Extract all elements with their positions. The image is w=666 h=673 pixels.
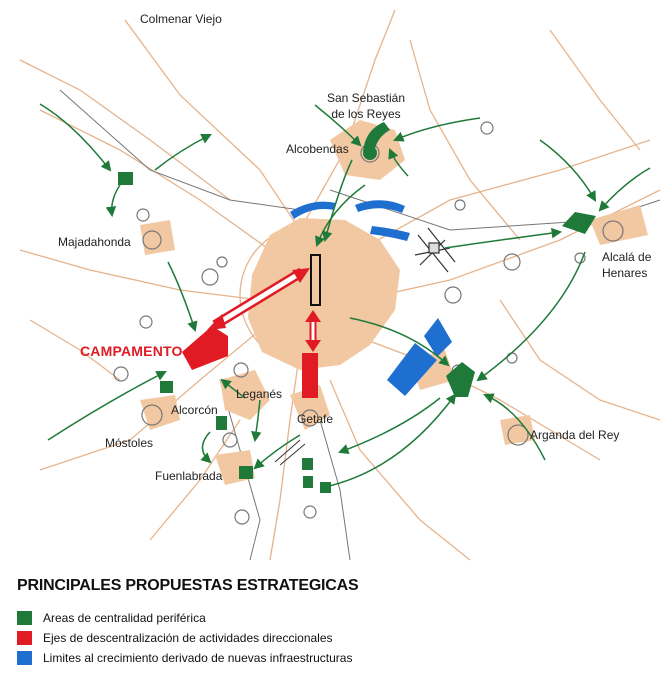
madrid-urban-core xyxy=(248,218,400,370)
label-alcorcon: Alcorcón xyxy=(171,403,218,417)
legend-item-descentralization: Ejes de descentralización de actividades… xyxy=(17,630,333,646)
label-campamento: CAMPAMENTO xyxy=(80,343,183,359)
label-alcobendas: Alcobendas xyxy=(286,142,349,156)
label-mostoles: Móstoles xyxy=(105,436,154,450)
legend-swatch-red xyxy=(17,631,32,645)
label-getafe: Getafe xyxy=(297,412,334,426)
legend-label: Ejes de descentralización de actividades… xyxy=(43,631,333,645)
legend-title: PRINCIPALES PROPUESTAS ESTRATEGICAS xyxy=(17,577,359,594)
green-flow-arrows xyxy=(39,103,651,488)
label-san-sebastian-line1: San Sebastián xyxy=(326,91,406,105)
label-alcala-line1: Alcalá de xyxy=(602,250,652,264)
label-alcala-line2: Henares xyxy=(602,266,648,280)
campamento-area xyxy=(182,326,228,370)
legend-item-growth-limits: Limites al crecimiento derivado de nueva… xyxy=(17,650,352,666)
label-colmenar-viejo: Colmenar Viejo xyxy=(140,12,222,26)
castellana-axis xyxy=(310,254,321,306)
legend-swatch-blue xyxy=(17,651,32,665)
legend-label: Areas de centralidad periférica xyxy=(43,611,206,625)
legend-swatch-green xyxy=(17,611,32,625)
road-network xyxy=(19,9,661,561)
growth-limit-bands xyxy=(290,200,452,396)
legend-label: Limites al crecimiento derivado de nueva… xyxy=(43,651,353,665)
legend-item-centrality: Areas de centralidad periférica xyxy=(17,610,206,626)
centrality-areas xyxy=(118,122,596,493)
label-san-sebastian-line2: de los Reyes xyxy=(331,107,401,121)
town-markers xyxy=(113,121,624,525)
label-arganda-del-rey: Arganda del Rey xyxy=(530,428,620,442)
getafe-base-icon xyxy=(274,439,306,466)
airport-icon xyxy=(414,227,456,273)
descentralization-axes xyxy=(182,254,321,398)
getafe-axis xyxy=(302,353,318,398)
label-leganes: Leganés xyxy=(236,387,283,401)
label-majadahonda: Majadahonda xyxy=(58,235,131,249)
railway-lines xyxy=(59,89,661,561)
label-fuenlabrada: Fuenlabrada xyxy=(155,469,223,483)
